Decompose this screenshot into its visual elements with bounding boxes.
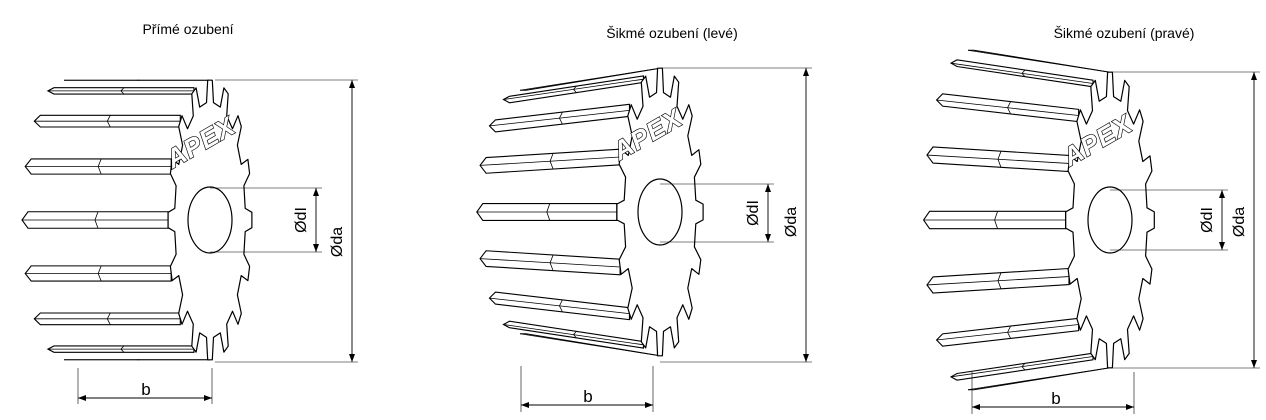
gear-tooth-segment: [97, 265, 102, 282]
bore-diameter-label-straight: ØdI: [293, 207, 310, 233]
gear-tooth-segment: [1007, 325, 1011, 339]
gear-tooth-segment: [106, 115, 111, 128]
panel-title-helical-right: Šikmé ozubení (pravé): [1054, 25, 1195, 41]
gear-tooth: [968, 49, 1111, 73]
bore-diameter-label-helical-right: ØdI: [1199, 207, 1216, 233]
gear-teeth-helical-right: [922, 49, 1111, 391]
gear-tooth-segment: [572, 85, 577, 93]
bore-diameter-label-helical-left: ØdI: [745, 200, 762, 226]
outer-diameter-label-helical-left: Øda: [783, 207, 800, 237]
gear-tooth-segment: [97, 158, 102, 175]
width-label-straight: b: [141, 380, 150, 399]
gear-tooth: [520, 333, 661, 357]
gear-tooth-segment: [997, 151, 1002, 168]
panel-helical-right: Šikmé ozubení (pravé) APEX ØdI Øda: [922, 25, 1260, 414]
gear-tooth-segment: [1007, 101, 1011, 115]
gear-tooth-segment: [106, 312, 111, 325]
bore-dimension-straight: ØdI: [210, 187, 322, 253]
outer-dimension-helical-right: Øda: [1110, 71, 1260, 369]
gear-teeth-helical-left: [476, 67, 661, 357]
gear-tooth-segment: [120, 345, 125, 353]
bore-dimension-helical-right: ØdI: [1110, 189, 1228, 251]
gear-tooth-segment: [94, 211, 99, 229]
bore-dimension-helical-left: ØdI: [660, 183, 774, 243]
gear-tooth-segment: [120, 87, 125, 95]
gear-teeth-straight: [21, 79, 210, 361]
gear-tooth-segment: [549, 153, 554, 170]
gear-tooth-segment: [1021, 69, 1026, 77]
panel-helical-left: Šikmé ozubení (levé) APEX ØdI Øda: [476, 25, 812, 412]
gear-tooth: [968, 367, 1111, 391]
gear-helical-right: APEX: [922, 49, 1155, 391]
width-label-helical-right: b: [1051, 389, 1060, 408]
gear-tooth-segment: [546, 203, 551, 221]
panel-title-straight: Přímé ozubení: [142, 21, 233, 37]
width-dimension-straight: b: [77, 368, 213, 404]
gear-tooth-segment: [559, 299, 563, 313]
width-dimension-helical-right: b: [971, 372, 1135, 414]
gear-tooth: [520, 67, 661, 91]
outer-diameter-label-straight: Øda: [329, 227, 346, 257]
gear-straight: APEX: [21, 79, 253, 361]
gear-tooth-segment: [997, 272, 1002, 289]
bore-hole-helical-right: [1087, 186, 1133, 254]
panel-title-helical-left: Šikmé ozubení (levé): [606, 25, 738, 41]
outer-dimension-helical-left: Øda: [660, 67, 812, 363]
panel-straight: Přímé ozubení APEX ØdI Øda: [21, 21, 358, 404]
gear-helical-left: APEX: [476, 67, 704, 357]
width-label-helical-left: b: [583, 387, 592, 406]
gear-tooth-segment: [994, 211, 998, 229]
gear-tooth-segment: [559, 111, 563, 125]
gear-tooth-segment: [572, 331, 577, 339]
bore-hole-straight: [187, 186, 233, 254]
outer-dimension-straight: Øda: [215, 79, 358, 363]
outer-diameter-label-helical-right: Øda: [1231, 207, 1248, 237]
width-dimension-helical-left: b: [520, 366, 654, 412]
gear-tooth-segment: [549, 254, 554, 271]
gear-tooth-segment: [1021, 363, 1026, 371]
bore-hole-helical-left: [637, 178, 683, 246]
